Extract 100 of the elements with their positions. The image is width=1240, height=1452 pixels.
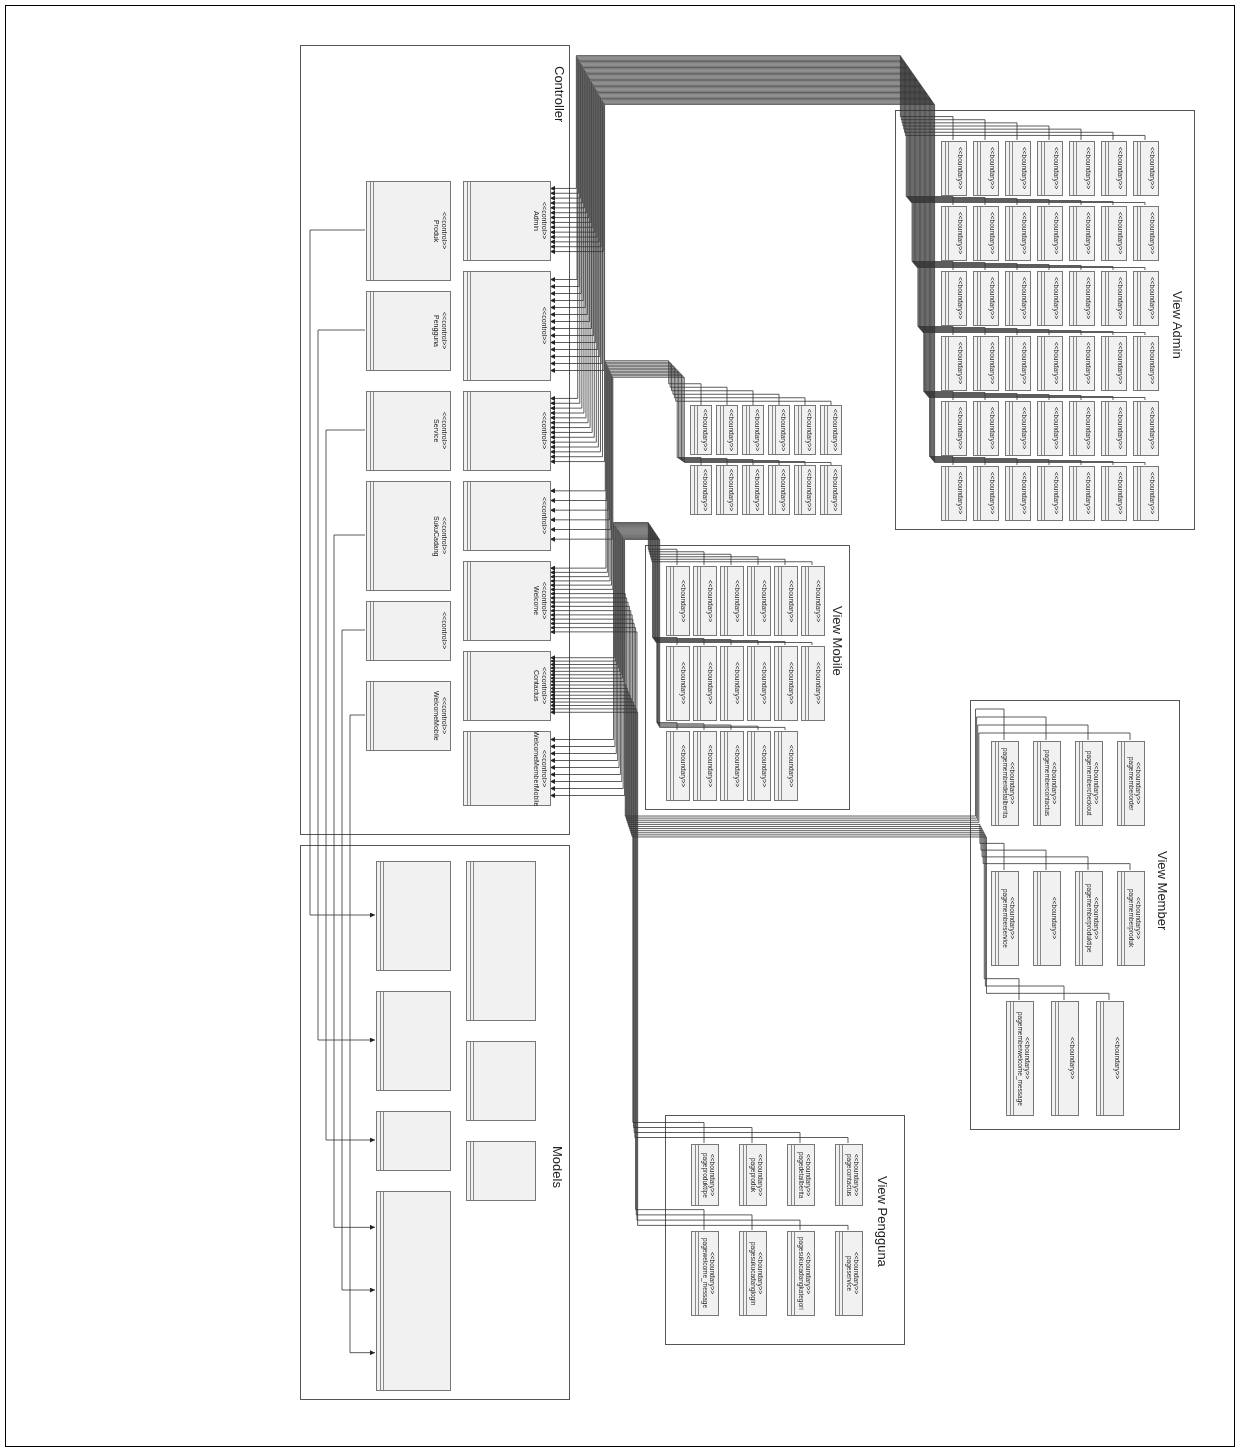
boundary-class-box	[1037, 141, 1063, 196]
boundary-class-box	[941, 141, 967, 196]
boundary-class-box	[774, 566, 798, 636]
boundary-class-box	[1033, 871, 1061, 966]
control-class-box	[463, 561, 551, 641]
boundary-class-box	[801, 566, 825, 636]
boundary-class-box	[691, 1144, 719, 1206]
boundary-class-box	[973, 141, 999, 196]
boundary-class-box	[1101, 206, 1127, 261]
package-title: View Mobile	[831, 606, 844, 676]
package-title: Models	[551, 1146, 564, 1188]
boundary-class-box	[941, 336, 967, 391]
boundary-class-box	[1069, 271, 1095, 326]
boundary-class-box	[1005, 141, 1031, 196]
boundary-class-box	[973, 466, 999, 521]
entity-class-box	[376, 861, 451, 971]
entity-class-box	[466, 1141, 536, 1201]
control-class-box	[366, 481, 451, 591]
boundary-class-box	[691, 1231, 719, 1316]
control-class-box	[366, 681, 451, 751]
boundary-class-box	[739, 1144, 767, 1206]
boundary-class-box	[1075, 871, 1103, 966]
boundary-class-box	[666, 566, 690, 636]
boundary-class-box	[991, 741, 1019, 826]
entity-class-box	[376, 991, 451, 1091]
control-class-box	[463, 731, 551, 806]
boundary-class-box	[693, 566, 717, 636]
boundary-class-box	[1005, 271, 1031, 326]
package-title: View Member	[1156, 851, 1169, 931]
boundary-class-box	[1101, 336, 1127, 391]
package-frame	[300, 45, 570, 835]
package-frame	[300, 845, 570, 1400]
boundary-class-box	[1133, 271, 1159, 326]
boundary-class-box	[1005, 401, 1031, 456]
boundary-class-box	[1069, 401, 1095, 456]
boundary-class-box	[1075, 741, 1103, 826]
boundary-class-box	[774, 646, 798, 721]
boundary-class-box	[973, 206, 999, 261]
boundary-class-box	[941, 271, 967, 326]
boundary-class-box	[739, 1231, 767, 1316]
boundary-class-box	[1005, 466, 1031, 521]
boundary-class-box	[768, 405, 790, 455]
boundary-class-box	[747, 566, 771, 636]
boundary-class-box	[666, 646, 690, 721]
boundary-class-box	[716, 465, 738, 515]
boundary-class-box	[1133, 141, 1159, 196]
boundary-class-box	[774, 731, 798, 801]
boundary-class-box	[690, 465, 712, 515]
boundary-class-box	[1133, 466, 1159, 521]
entity-class-box	[466, 1041, 536, 1121]
boundary-class-box	[1069, 466, 1095, 521]
package-title: Controller	[553, 66, 566, 123]
boundary-class-box	[1037, 336, 1063, 391]
boundary-class-box	[742, 405, 764, 455]
boundary-class-box	[1069, 141, 1095, 196]
boundary-class-box	[820, 465, 842, 515]
boundary-class-box	[666, 731, 690, 801]
boundary-class-box	[1037, 206, 1063, 261]
boundary-class-box	[1069, 206, 1095, 261]
boundary-class-box	[1033, 741, 1061, 826]
boundary-class-box	[1069, 336, 1095, 391]
boundary-class-box	[1101, 401, 1127, 456]
entity-class-box	[376, 1111, 451, 1171]
boundary-class-box	[1133, 336, 1159, 391]
package-frame	[645, 545, 850, 810]
boundary-class-box	[1037, 401, 1063, 456]
boundary-class-box	[1101, 466, 1127, 521]
boundary-class-box	[1051, 1001, 1079, 1116]
boundary-class-box	[1096, 1001, 1124, 1116]
boundary-class-box	[801, 646, 825, 721]
control-class-box	[463, 391, 551, 471]
control-class-box	[463, 481, 551, 551]
boundary-class-box	[693, 731, 717, 801]
boundary-class-box	[1006, 1001, 1034, 1116]
boundary-class-box	[768, 465, 790, 515]
boundary-class-box	[720, 566, 744, 636]
boundary-class-box	[973, 271, 999, 326]
boundary-class-box	[787, 1144, 815, 1206]
control-class-box	[366, 391, 451, 471]
package-title: View Admin	[1171, 291, 1184, 359]
boundary-class-box	[941, 401, 967, 456]
boundary-class-box	[720, 731, 744, 801]
boundary-class-box	[835, 1231, 863, 1316]
boundary-class-box	[1133, 206, 1159, 261]
boundary-class-box	[747, 731, 771, 801]
boundary-class-box	[1005, 206, 1031, 261]
boundary-class-box	[716, 405, 738, 455]
boundary-class-box	[690, 405, 712, 455]
package-frame	[895, 110, 1195, 530]
entity-class-box	[466, 861, 536, 1021]
package-title: View Pengguna	[876, 1176, 889, 1267]
boundary-class-box	[1101, 271, 1127, 326]
boundary-class-box	[1037, 466, 1063, 521]
boundary-class-box	[1037, 271, 1063, 326]
boundary-class-box	[787, 1231, 815, 1316]
entity-class-box	[376, 1191, 451, 1391]
control-class-box	[366, 601, 451, 661]
boundary-class-box	[794, 465, 816, 515]
control-class-box	[366, 291, 451, 371]
boundary-class-box	[742, 465, 764, 515]
